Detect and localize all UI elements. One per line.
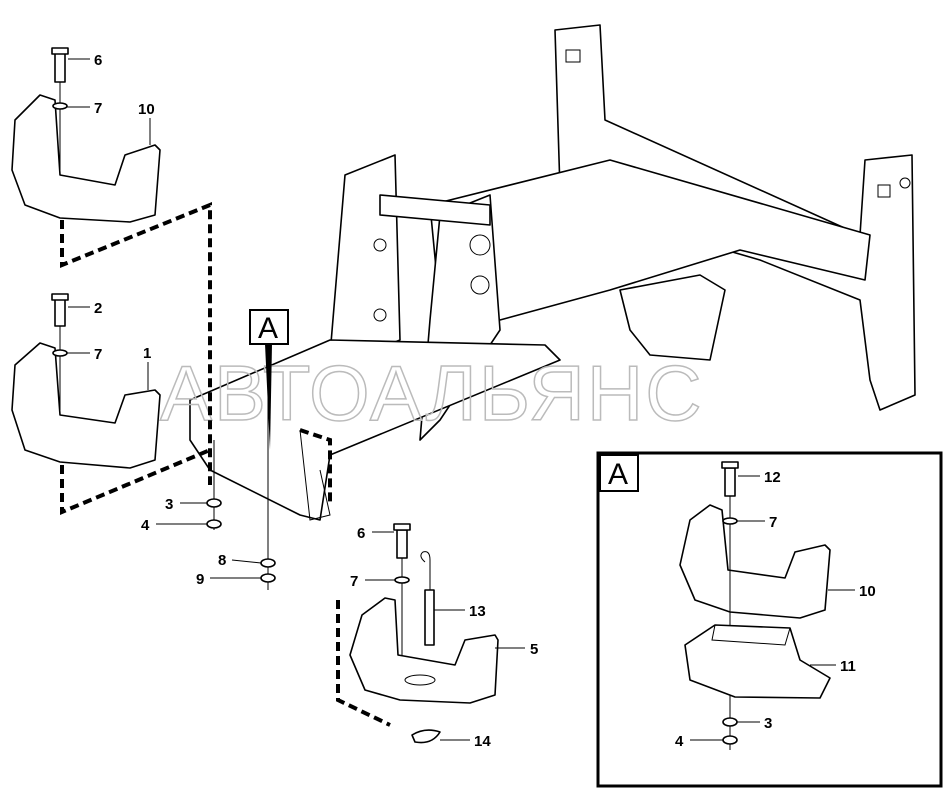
leader-lines bbox=[67, 58, 855, 741]
detail-inset-a: A bbox=[596, 451, 943, 788]
label-2: 2 bbox=[94, 300, 102, 317]
label-6-top: 6 bbox=[94, 52, 102, 69]
label-7-top: 7 bbox=[94, 100, 102, 117]
label-3-inset: 3 bbox=[764, 715, 772, 732]
cover-5 bbox=[349, 523, 499, 744]
label-10-top: 10 bbox=[138, 101, 155, 118]
cover-10-top bbox=[11, 47, 212, 485]
label-8: 8 bbox=[218, 552, 226, 569]
label-4: 4 bbox=[141, 517, 150, 534]
loader-frame bbox=[189, 24, 916, 521]
label-13: 13 bbox=[469, 603, 486, 620]
part-labels: 6 7 10 2 7 1 3 4 8 9 6 7 13 5 14 12 7 10… bbox=[94, 52, 876, 750]
watermark: АВТОАЛЬЯНС bbox=[160, 349, 704, 437]
label-3: 3 bbox=[165, 496, 173, 513]
label-11: 11 bbox=[840, 658, 856, 675]
label-9: 9 bbox=[196, 571, 204, 588]
label-10-inset: 10 bbox=[859, 583, 876, 600]
callout-a-main: A bbox=[249, 309, 289, 450]
label-14: 14 bbox=[474, 733, 491, 750]
label-7-mid: 7 bbox=[94, 346, 102, 363]
cover-1 bbox=[11, 293, 211, 516]
label-4-inset: 4 bbox=[675, 733, 684, 750]
label-7-inset: 7 bbox=[769, 514, 777, 531]
label-12: 12 bbox=[764, 469, 781, 486]
svg-text:A: A bbox=[258, 312, 278, 345]
label-7-right: 7 bbox=[350, 573, 358, 590]
label-1: 1 bbox=[143, 345, 151, 362]
svg-text:A: A bbox=[608, 458, 628, 491]
label-6-right: 6 bbox=[357, 525, 365, 542]
label-5: 5 bbox=[530, 641, 538, 658]
